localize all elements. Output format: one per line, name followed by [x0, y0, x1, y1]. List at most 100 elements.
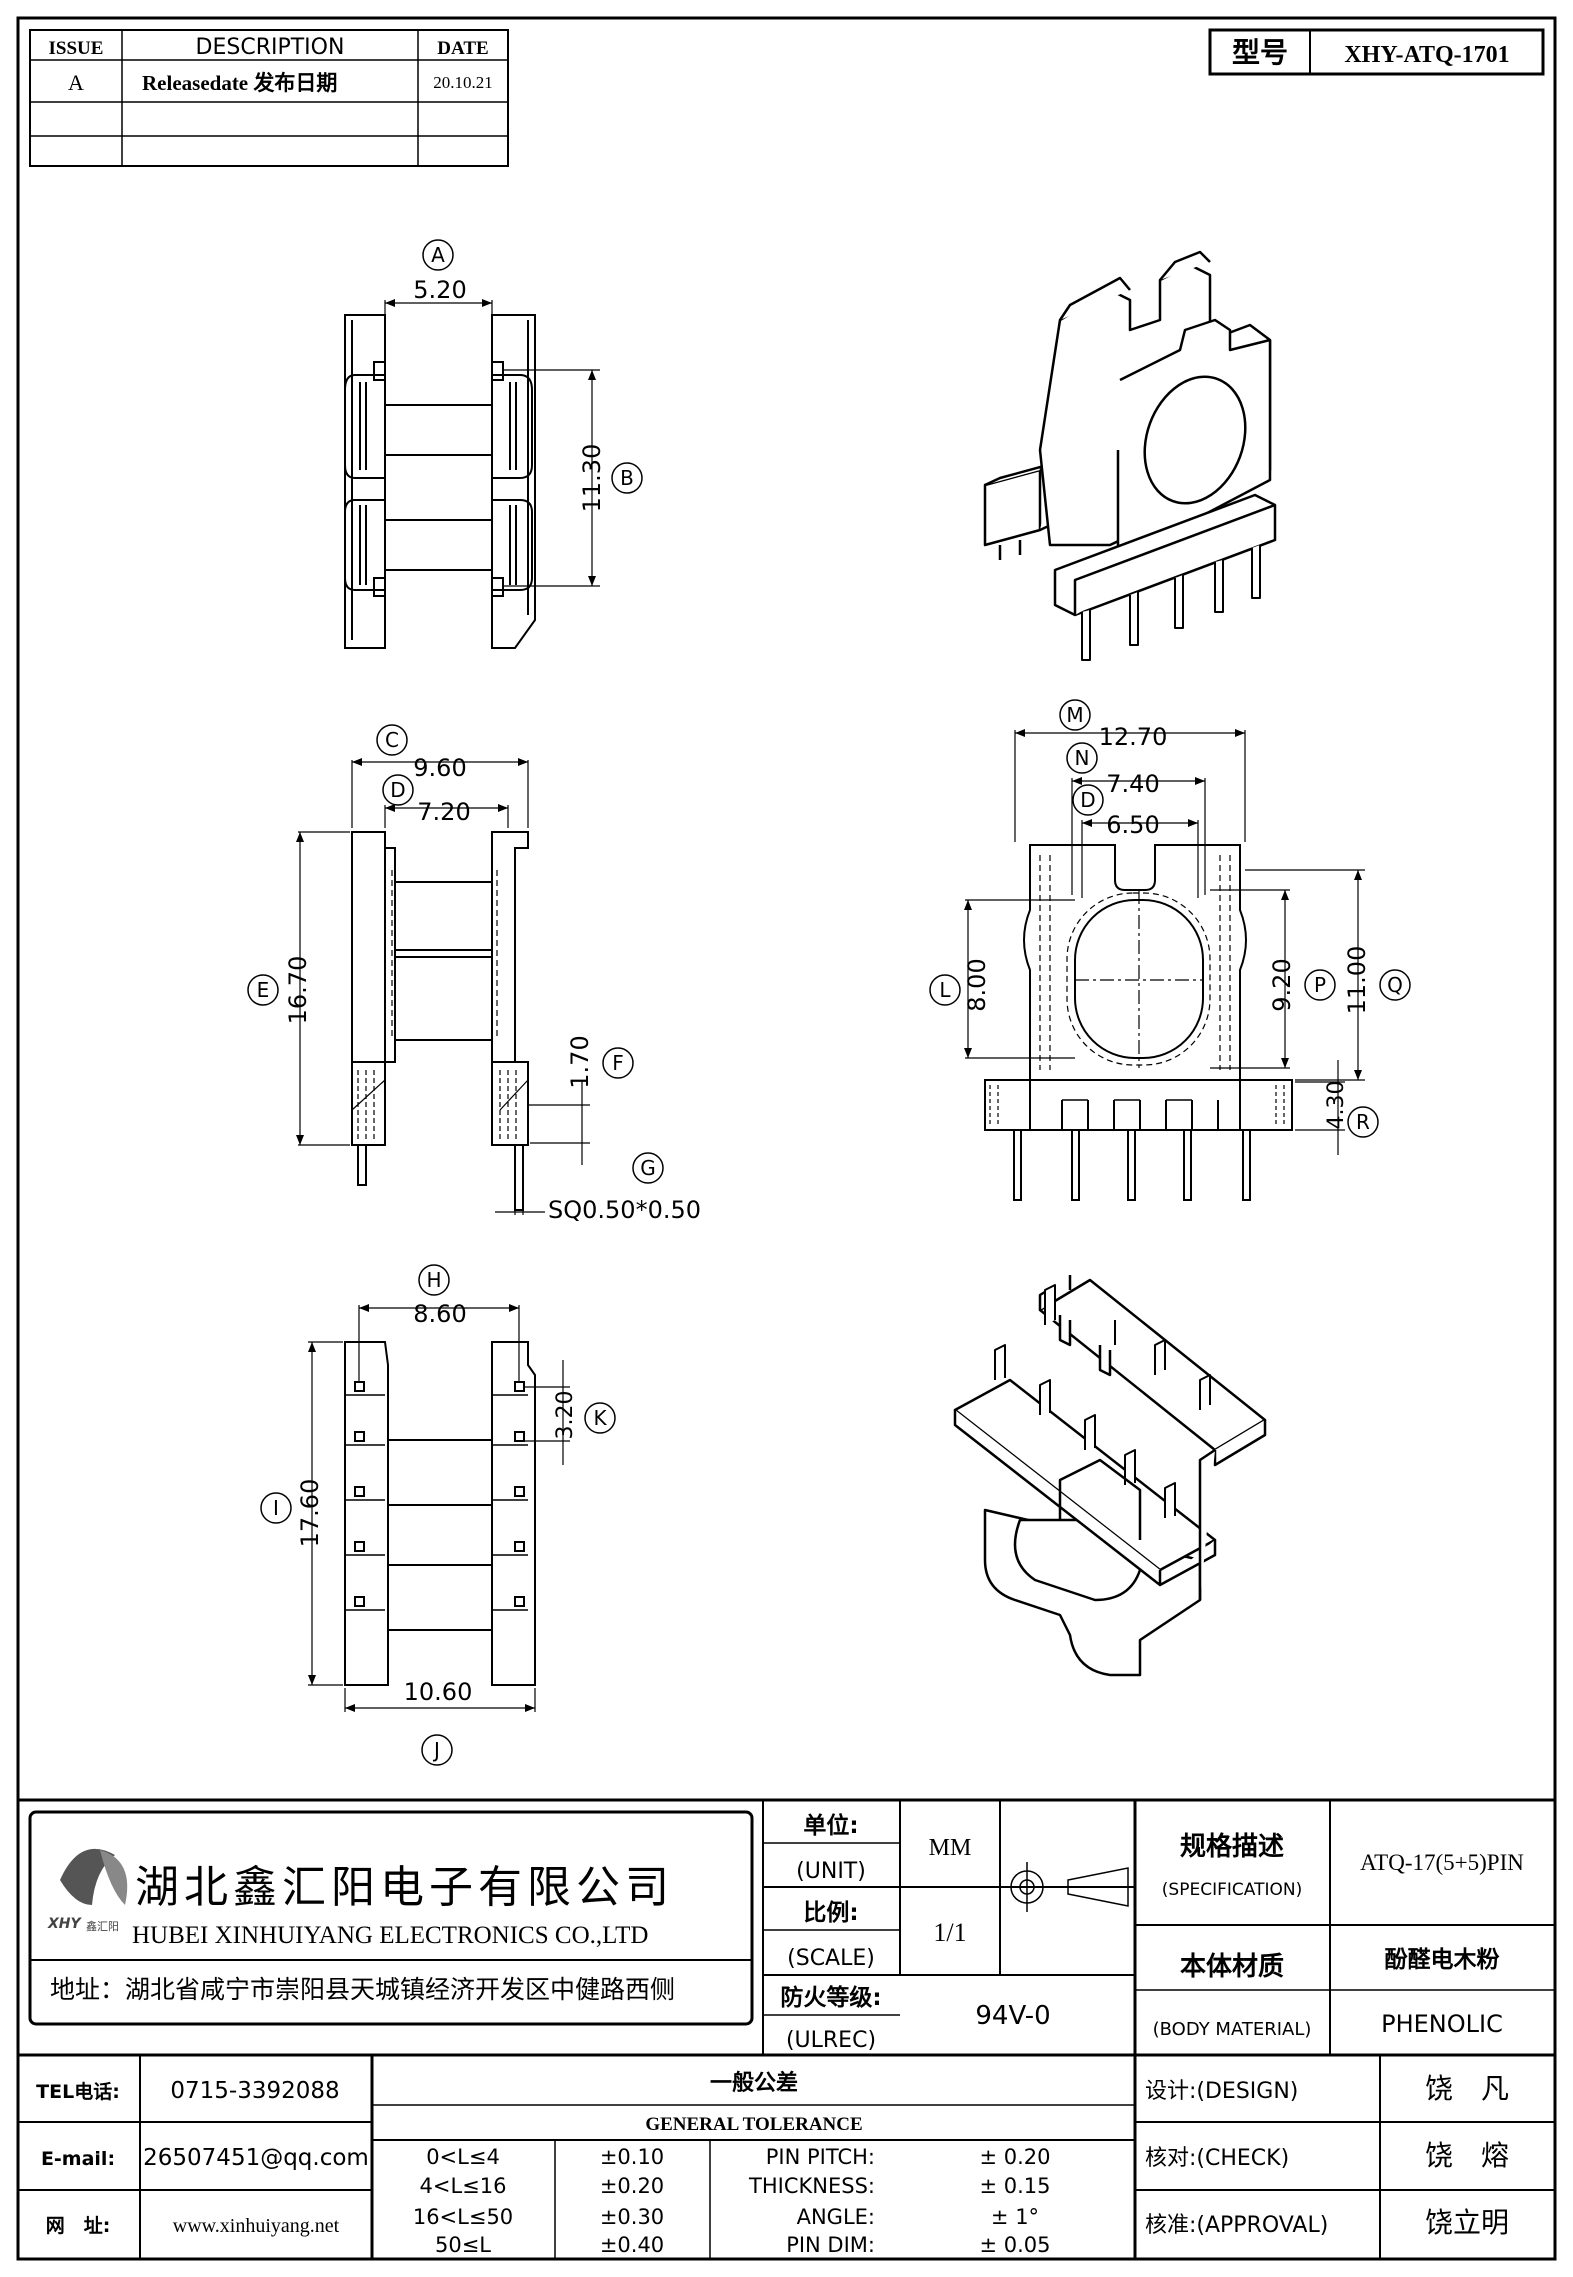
- unit-value: MM: [929, 1835, 972, 1861]
- dim-n: N 7.40: [1066, 742, 1160, 798]
- company-block: XHY 鑫汇阳 湖北鑫汇阳电子有限公司 HUBEI XINHUIYANG ELE…: [18, 1798, 1555, 2026]
- tolerance-item-value: ± 0.15: [979, 2174, 1050, 2198]
- rev-header-description: DESCRIPTION: [196, 35, 345, 60]
- rev-description: Releasedate 发布日期: [142, 71, 337, 95]
- front-view: [296, 758, 590, 1215]
- tolerance-item-value: ± 1°: [991, 2205, 1039, 2229]
- bottom-view: [308, 1304, 570, 1712]
- material-value-en: PHENOLIC: [1381, 2010, 1503, 2038]
- model-value: XHY-ATQ-1701: [1344, 42, 1509, 68]
- balloon-g: [632, 1152, 664, 1184]
- side-view: [964, 729, 1365, 1201]
- dim-e-value: 16.70: [284, 956, 312, 1025]
- balloon-d-side: [1072, 784, 1104, 816]
- signoff-label: 核准:(APPROVAL): [1145, 2213, 1328, 2238]
- tolerance-range: 0<L≤4: [426, 2145, 500, 2169]
- tolerance-range: 16<L≤50: [413, 2205, 513, 2229]
- balloon-r-letter: R: [1356, 1110, 1370, 1134]
- dim-p: 9.20 P: [1268, 958, 1336, 1012]
- signoff-label: 核对:(CHECK): [1145, 2146, 1289, 2171]
- spec-value: ATQ-17(5+5)PIN: [1360, 1850, 1524, 1875]
- top-view: [344, 299, 600, 649]
- dim-g: G SQ0.50*0.50: [548, 1152, 701, 1224]
- dim-a: A 5.20: [413, 239, 467, 304]
- web-label: 网 址:: [46, 2215, 111, 2237]
- balloon-r: [1347, 1106, 1379, 1138]
- dim-d-front-value: 7.20: [417, 798, 470, 826]
- fire-value: 94V-0: [975, 2001, 1050, 2031]
- tel-label: TEL电话:: [36, 2080, 120, 2103]
- balloon-l-letter: L: [939, 978, 951, 1002]
- scale-label-cn: 比例:: [803, 1900, 858, 1926]
- dim-d-front: D 7.20: [382, 774, 471, 826]
- dim-q-value: 11.00: [1343, 946, 1371, 1015]
- balloon-q: [1379, 969, 1411, 1001]
- model-box: 型号 XHY-ATQ-1701: [1208, 28, 1545, 76]
- tolerance-range-value: ±0.40: [600, 2233, 664, 2257]
- tolerance-item-label: THICKNESS:: [748, 2174, 875, 2198]
- dim-k: 3.20 K: [553, 1391, 616, 1439]
- balloon-j: [421, 1734, 453, 1766]
- tolerance-rows: 0<L≤4±0.104<L≤16±0.2016<L≤50±0.3050≤L±0.…: [413, 2145, 1051, 2257]
- signoff-name: 饶 凡: [1425, 2072, 1509, 2105]
- rev-header-issue: ISSUE: [49, 38, 104, 59]
- tolerance-item-label: PIN PITCH:: [766, 2145, 875, 2169]
- dim-l: L 8.00: [929, 958, 991, 1012]
- company-name-en: HUBEI XINHUIYANG ELECTRONICS CO.,LTD: [132, 1922, 648, 1949]
- tolerance-range-value: ±0.30: [600, 2205, 664, 2229]
- rev-issue: A: [68, 70, 84, 95]
- dim-j-value: 10.60: [404, 1678, 473, 1706]
- isometric-view-bottom: [953, 1275, 1267, 1677]
- dim-h: H 8.60: [413, 1264, 467, 1328]
- tolerance-range-value: ±0.20: [600, 2174, 664, 2198]
- company-address: 地址：湖北省咸宁市崇阳县天城镇经济开发区中健路西侧: [50, 1975, 675, 2004]
- dim-c: C 9.60: [376, 724, 467, 782]
- dim-r-value: 4.30: [1324, 1081, 1349, 1130]
- fire-label-cn: 防火等级:: [780, 1984, 881, 2011]
- contact-text: TEL电话: 0715-3392088 E-mail: 26507451@qq.…: [36, 2078, 369, 2237]
- email-value: 26507451@qq.com: [143, 2145, 369, 2171]
- balloon-c: [376, 724, 408, 756]
- dim-l-value: 8.00: [963, 958, 991, 1011]
- dim-a-value: 5.20: [413, 276, 466, 304]
- balloon-f: [602, 1047, 634, 1079]
- dim-p-value: 9.20: [1268, 958, 1296, 1011]
- balloon-e-letter: E: [257, 978, 270, 1002]
- dim-h-value: 8.60: [413, 1300, 466, 1328]
- tolerance-range-value: ±0.10: [600, 2145, 664, 2169]
- rev-date: 20.10.21: [433, 73, 493, 92]
- balloon-e: [247, 974, 279, 1006]
- balloon-p-letter: P: [1314, 973, 1326, 997]
- material-label-en: (BODY MATERIAL): [1153, 2019, 1312, 2040]
- scale-value: 1/1: [933, 1918, 966, 1947]
- logo-sub: 鑫汇阳: [86, 1919, 119, 1933]
- signoff-label: 设计:(DESIGN): [1145, 2079, 1298, 2104]
- company-logo: XHY 鑫汇阳: [47, 1848, 128, 1933]
- balloon-q-letter: Q: [1387, 973, 1403, 997]
- isometric-view-top: [983, 250, 1277, 661]
- rev-header-date: DATE: [437, 38, 488, 59]
- balloon-d-side-letter: D: [1080, 788, 1095, 812]
- tolerance-range: 4<L≤16: [420, 2174, 507, 2198]
- balloon-p: [1304, 969, 1336, 1001]
- balloon-l: [929, 974, 961, 1006]
- balloon-h-letter: H: [426, 1268, 441, 1292]
- balloon-g-letter: G: [640, 1156, 656, 1180]
- unit-label-en: (UNIT): [796, 1859, 866, 1884]
- balloon-d-front: [382, 774, 414, 806]
- signoff-rows: 设计:(DESIGN) 饶 凡核对:(CHECK) 饶 熔核准:(APPROVAL)…: [1145, 2072, 1509, 2239]
- unit-label-cn: 单位:: [803, 1812, 858, 1839]
- balloon-b: [611, 462, 643, 494]
- dim-i: I 17.60: [260, 1479, 324, 1547]
- tolerance-title-cn: 一般公差: [710, 2070, 798, 2096]
- fire-label-en: (ULREC): [786, 2028, 876, 2053]
- signoff-name: 饶 熔: [1425, 2139, 1509, 2172]
- balloon-i: [260, 1492, 292, 1524]
- balloon-a-letter: A: [431, 243, 445, 267]
- tolerance-item-label: ANGLE:: [797, 2205, 875, 2229]
- email-label: E-mail:: [41, 2148, 115, 2170]
- dim-m: M 12.70: [1059, 699, 1167, 751]
- web-value: www.xinhuiyang.net: [173, 2215, 340, 2237]
- tolerance-item-label: PIN DIM:: [786, 2233, 875, 2257]
